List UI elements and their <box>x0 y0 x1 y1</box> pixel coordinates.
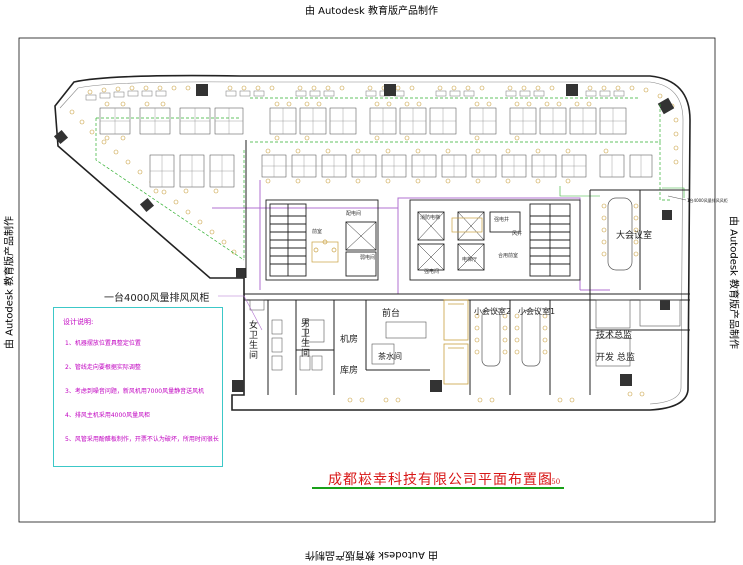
exhaust-fan-label: 一台4000风量排风风柜 <box>104 293 210 304</box>
room-label-front-desk: 前台 <box>382 309 401 319</box>
room-label-tech-director: 技术总监 <box>596 331 633 341</box>
core-label-d: 强电间 <box>424 269 440 275</box>
core-label-b: 弱电间 <box>360 255 376 261</box>
design-notes-heading: 设计说明: <box>63 318 94 326</box>
room-label-women-wc: 女卫生间 <box>247 320 257 360</box>
core-label-g: 消防电梯 <box>420 215 441 221</box>
title-underline <box>312 487 564 489</box>
core-label-e: 电梯厅 <box>462 257 478 263</box>
design-note-5: 5、风管采用酚醛板制作，开票不认为破坏，所用时间很长 <box>65 436 219 443</box>
room-label-storage: 库房 <box>340 366 359 376</box>
core-label-a: 配电间 <box>346 211 362 217</box>
room-label-big-meeting: 大会议室 <box>616 231 653 241</box>
room-label-men-wc: 男卫生间 <box>299 318 309 358</box>
design-note-4: 4、排风主机采用4000风量风柜 <box>65 412 151 419</box>
toilet-stalls <box>249 299 323 371</box>
room-label-dev-director: 开发 总监 <box>596 353 635 363</box>
watermark-top: 由 Autodesk 教育版产品制作 <box>304 6 439 17</box>
hvac-duct-lines <box>95 97 672 261</box>
fan-leader-line <box>218 295 263 331</box>
design-note-1: 1、机器摆放位置具整定位置 <box>65 340 141 347</box>
design-note-2: 2、管线走向要根据实际调整 <box>65 364 141 371</box>
room-label-tea-room: 茶水间 <box>378 352 402 361</box>
core-left <box>265 199 379 281</box>
exhaust-fan-callout: 1台4000风量排风风柜 <box>687 198 728 203</box>
meeting-tables <box>481 197 633 367</box>
core-label-i: 风井 <box>512 231 523 237</box>
room-label-small-meeting-1: 小会议室1 <box>518 307 556 316</box>
core-label-f: 合用前室 <box>498 253 519 259</box>
design-note-3: 3、考虑到噪音问题，新风机用7000风量静音送风机 <box>65 388 205 395</box>
room-label-machine-room: 机房 <box>340 335 359 345</box>
structural-columns <box>53 84 675 392</box>
building-outline <box>54 74 691 411</box>
core-label-c: 前室 <box>312 229 323 235</box>
drawing-scale: 1:150 <box>540 478 561 486</box>
workstation-chairs-row-1 <box>104 101 592 141</box>
drawing-frame <box>18 37 716 523</box>
lounge-sofas <box>443 299 469 385</box>
core-label-h: 强电井 <box>494 217 510 223</box>
core-right <box>409 199 581 281</box>
room-label-small-meeting-2: 小会议室2 <box>474 307 512 316</box>
design-notes-box: 设计说明: 1、机器摆放位置具整定位置 2、管线走向要根据实际调整 3、考虑到噪… <box>53 307 223 467</box>
drawing-title: 成都崧幸科技有限公司平面布置图 <box>328 472 553 488</box>
